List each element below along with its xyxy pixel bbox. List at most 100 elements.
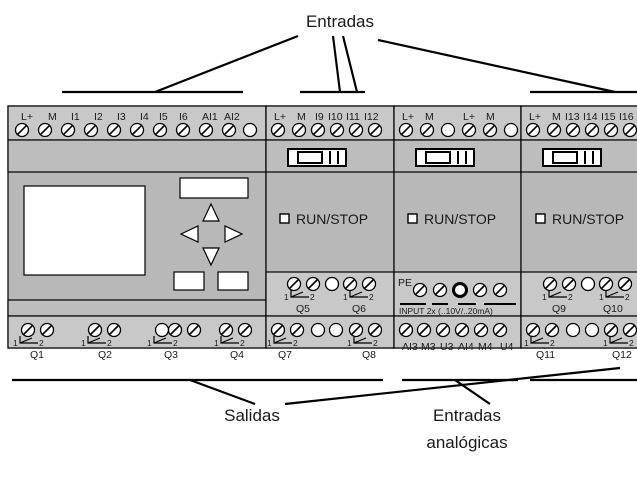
- terminal-screw-icon: [398, 322, 414, 338]
- output-label: Q7: [278, 349, 292, 361]
- output-label: Q12: [612, 349, 632, 361]
- terminal-screw-icon: [603, 122, 619, 138]
- output-label: Q4: [230, 349, 244, 361]
- run-stop-led-icon: [407, 213, 418, 224]
- bus-connector-module1-icon: [287, 148, 347, 167]
- terminal-screw-icon: [432, 282, 448, 298]
- terminal-screw-icon: [603, 322, 619, 338]
- terminal-screw-icon: [310, 122, 326, 138]
- terminal-label: L+: [402, 111, 414, 123]
- terminal-screw-icon: [286, 276, 302, 292]
- terminal-label: L+: [274, 111, 286, 123]
- terminal-label: I15: [601, 111, 616, 123]
- inputs-leader-module1a: [331, 35, 342, 93]
- terminal-label: M: [425, 111, 434, 123]
- terminal-label: I1: [71, 111, 80, 123]
- relay-contact-label: 2: [373, 338, 378, 348]
- esc-key[interactable]: [179, 177, 249, 199]
- empty-terminal-icon: [580, 276, 596, 292]
- terminal-screw-icon: [218, 322, 234, 338]
- terminal-screw-icon: [565, 122, 581, 138]
- terminal-screw-icon: [561, 276, 577, 292]
- analog-inputs-label-line2: analógicas: [426, 433, 507, 452]
- terminal-screw-icon: [546, 122, 562, 138]
- relay-contact-label: 2: [310, 292, 315, 302]
- empty-terminal-icon: [565, 322, 581, 338]
- relay-contact-label: 2: [173, 338, 178, 348]
- output-label: Q6: [352, 303, 366, 315]
- terminal-label: AI2: [224, 111, 240, 123]
- empty-terminal-icon: [440, 122, 456, 138]
- terminal-label: U4: [500, 341, 514, 353]
- relay-contact-label: 2: [107, 338, 112, 348]
- arrow-up-icon[interactable]: [202, 202, 220, 222]
- outputs-label: Salidas: [224, 406, 280, 425]
- terminal-screw-icon: [598, 276, 614, 292]
- output-label: Q10: [603, 303, 623, 315]
- terminal-screw-icon: [87, 322, 103, 338]
- arrow-right-icon[interactable]: [224, 225, 244, 243]
- terminal-screw-icon: [492, 282, 508, 298]
- run-stop-indicators: RUN/STOP RUN/STOP RUN/STOP: [279, 211, 624, 227]
- callout-lines: [12, 34, 637, 406]
- output-label: Q1: [30, 349, 44, 361]
- arrow-down-icon[interactable]: [202, 247, 220, 267]
- relay-contact-label: 2: [240, 338, 245, 348]
- terminal-screw-icon: [291, 122, 307, 138]
- terminal-screw-icon: [482, 122, 498, 138]
- terminal-screw-icon: [129, 122, 145, 138]
- pe-ground-terminal-icon: [452, 282, 468, 298]
- terminal-label: I12: [364, 111, 379, 123]
- terminal-screw-icon: [237, 322, 253, 338]
- terminal-label: I3: [117, 111, 126, 123]
- terminal-screw-icon: [622, 122, 637, 138]
- lcd-display: [23, 185, 146, 276]
- terminal-screw-icon: [617, 276, 633, 292]
- terminal-label: L+: [529, 111, 541, 123]
- terminal-screw-icon: [186, 322, 202, 338]
- terminal-screw-icon: [14, 122, 30, 138]
- terminal-screw-icon: [167, 322, 183, 338]
- terminal-screw-icon: [37, 122, 53, 138]
- terminal-screw-icon: [544, 322, 560, 338]
- terminal-screw-icon: [542, 276, 558, 292]
- outputs-leader-left: [189, 378, 256, 406]
- terminal-label: I5: [159, 111, 168, 123]
- inputs-label: Entradas: [306, 12, 374, 31]
- ok-key[interactable]: [217, 271, 249, 291]
- terminal-label: I14: [583, 111, 598, 123]
- inputs-leader-module2: [377, 38, 616, 94]
- analog-inputs-label-line1: Entradas: [433, 406, 501, 425]
- terminal-label: L+: [21, 111, 33, 123]
- run-stop-label-module1: RUN/STOP: [296, 211, 368, 227]
- terminal-screw-icon: [348, 322, 364, 338]
- relay-contact-label: 2: [293, 338, 298, 348]
- terminal-screw-icon: [329, 122, 345, 138]
- relay-contact-label: 1: [542, 292, 547, 302]
- relay-contact-label: 2: [550, 338, 555, 348]
- terminal-screw-icon: [60, 122, 76, 138]
- relay-contact-label: 2: [625, 292, 630, 302]
- arrow-left-icon[interactable]: [179, 225, 199, 243]
- relay-contact-label: 1: [147, 338, 152, 348]
- output-label: Q3: [164, 349, 178, 361]
- terminal-label: L+: [463, 111, 475, 123]
- relay-contact-label: 1: [347, 338, 352, 348]
- terminal-screw-icon: [305, 276, 321, 292]
- relay-contact-label: 1: [524, 338, 529, 348]
- relay-contact-label: 1: [13, 338, 18, 348]
- output-label: Q11: [536, 349, 555, 361]
- terminal-screws: [14, 122, 637, 338]
- analog-input-spec: INPUT 2x (..10V/..20mA): [399, 306, 493, 316]
- function-key-left[interactable]: [173, 271, 205, 291]
- terminal-screw-icon: [175, 122, 191, 138]
